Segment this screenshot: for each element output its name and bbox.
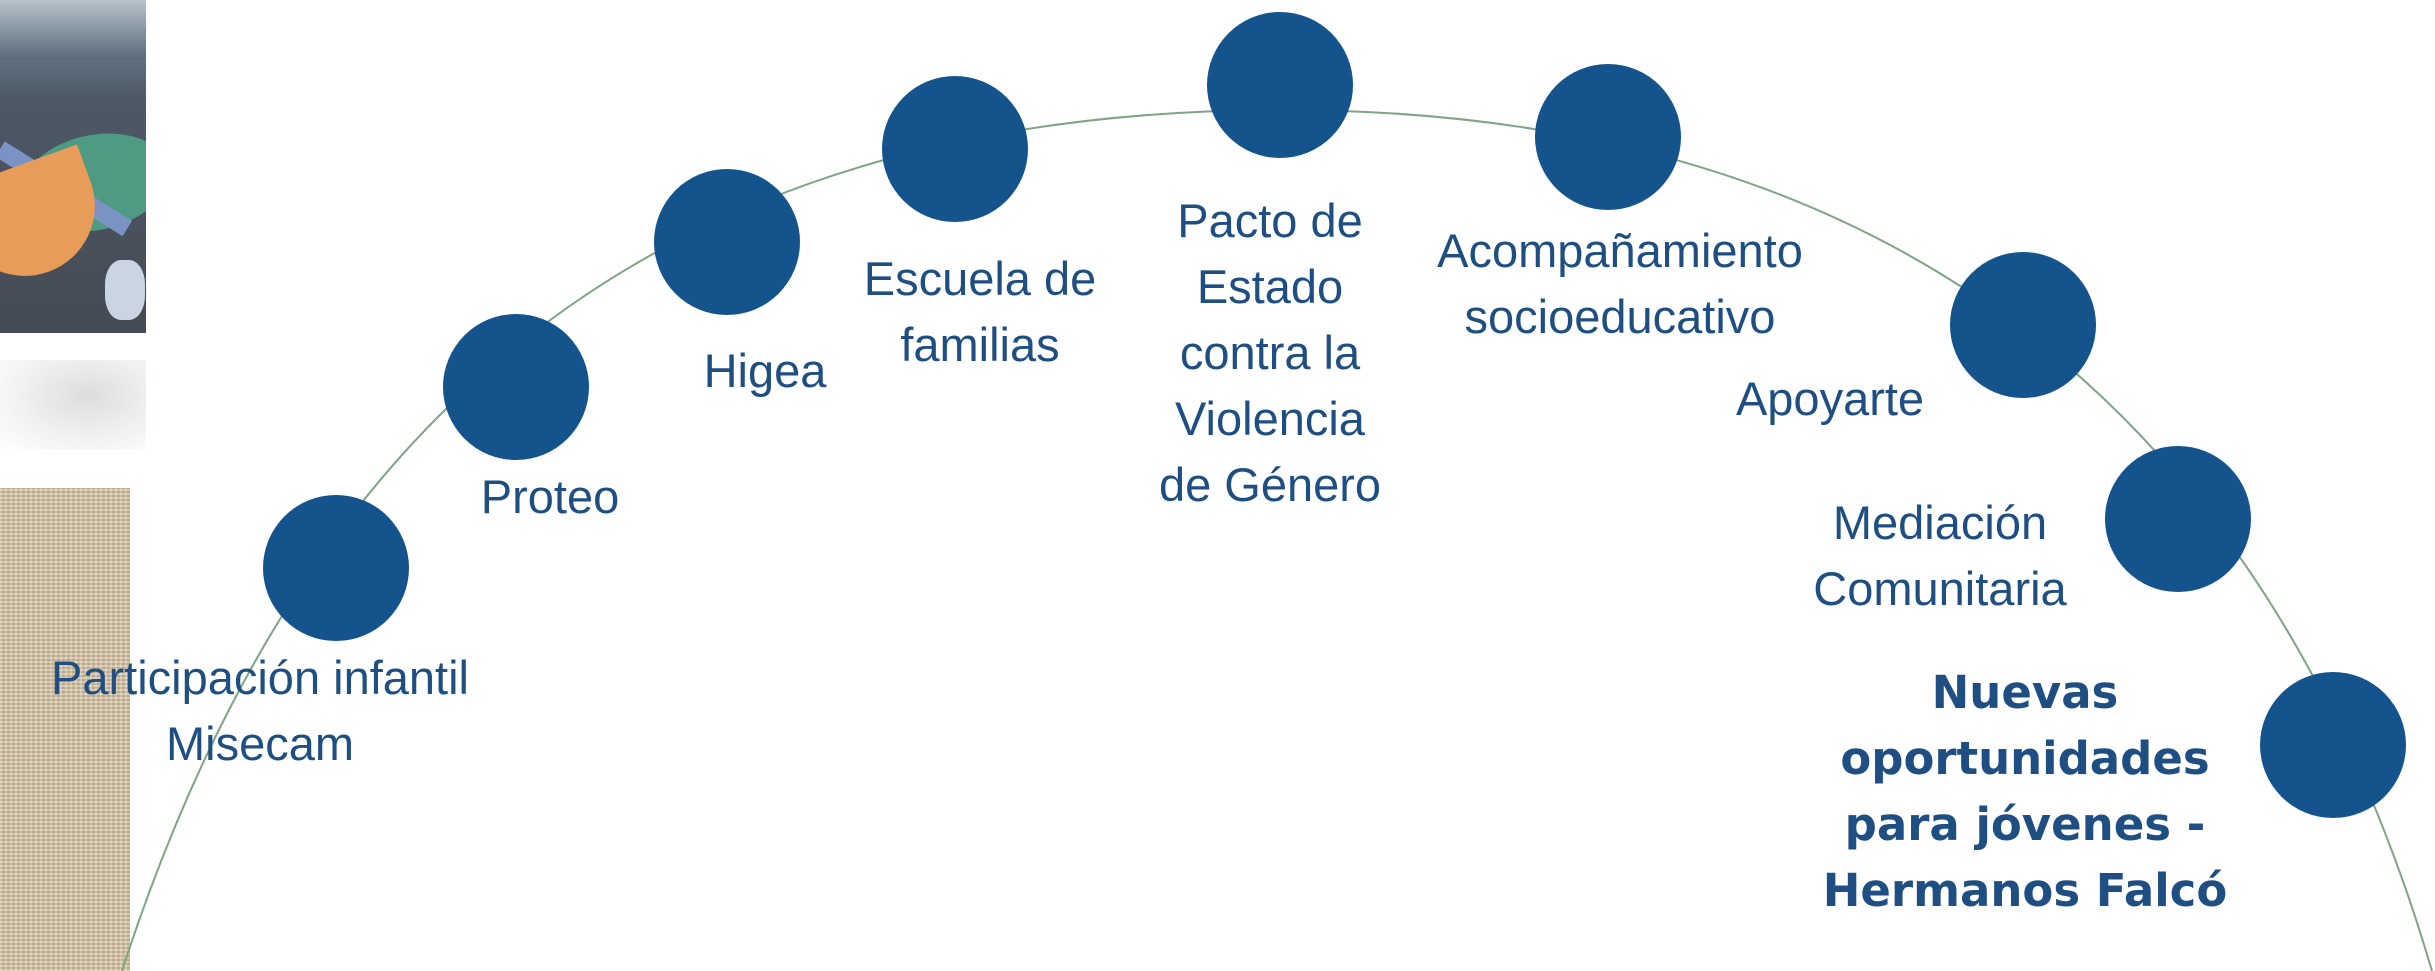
- node-circle-7: [1950, 252, 2096, 398]
- node-circle-6: [1535, 64, 1681, 210]
- art-photo: [0, 0, 146, 333]
- label-nuevas-oportunidades: Nuevas oportunidades para jóvenes - Herm…: [1822, 666, 2228, 917]
- label-pacto-estado: Pacto de Estado contra la Violencia de G…: [1158, 194, 1382, 511]
- label-participacion-infantil: Participación infantil Misecam: [51, 651, 469, 770]
- photo-collage: [0, 0, 150, 971]
- label-apoyarte: Apoyarte: [1735, 372, 1925, 425]
- label-mediacion: Mediación Comunitaria: [1813, 496, 2067, 615]
- fabric-texture: [0, 488, 130, 971]
- label-escuela-familias: Escuela de familias: [863, 252, 1097, 371]
- label-acompanamiento: Acompañamiento socioeducativo: [1437, 224, 1803, 343]
- sky-photo: [0, 360, 146, 450]
- node-circle-1: [263, 495, 409, 641]
- label-proteo: Proteo: [480, 470, 620, 523]
- node-circle-8: [2105, 446, 2251, 592]
- node-circle-5: [1207, 12, 1353, 158]
- label-higea: Higea: [703, 344, 827, 397]
- node-circle-2: [443, 314, 589, 460]
- node-circle-4: [882, 76, 1028, 222]
- node-circle-3: [654, 169, 800, 315]
- node-circle-9: [2260, 672, 2406, 818]
